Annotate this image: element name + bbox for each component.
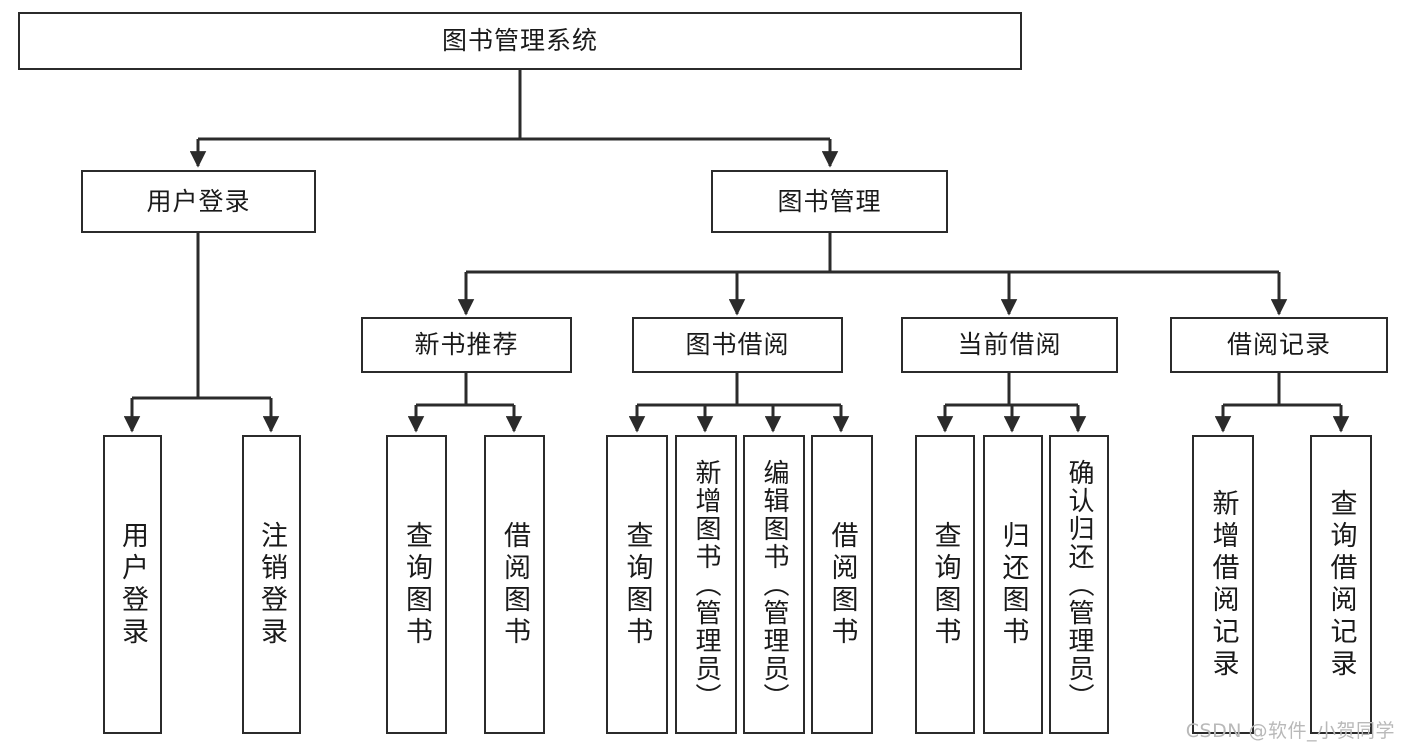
node-leaf-user-login-login[interactable]: 用户登录 (103, 435, 162, 734)
node-label: 新书推荐 (414, 330, 519, 359)
node-label: 图书借阅 (685, 330, 790, 359)
node-label: 确认归还（管理员） (1064, 458, 1094, 711)
node-borrow-record[interactable]: 借阅记录 (1170, 317, 1388, 373)
node-label: 新增借阅记录 (1207, 488, 1239, 681)
node-label: 查询图书 (929, 520, 961, 649)
node-label: 图书管理系统 (441, 26, 598, 55)
node-label: 注销登录 (256, 520, 287, 649)
node-label: 用户登录 (117, 520, 148, 649)
node-label: 查询图书 (401, 520, 432, 649)
node-leaf-current-return-book[interactable]: 归还图书 (983, 435, 1043, 734)
node-label: 借阅记录 (1226, 330, 1331, 359)
node-leaf-current-query-book[interactable]: 查询图书 (915, 435, 975, 734)
node-root-book-management-system[interactable]: 图书管理系统 (18, 12, 1022, 70)
node-leaf-record-add-record[interactable]: 新增借阅记录 (1192, 435, 1254, 734)
node-leaf-current-confirm-return-admin[interactable]: 确认归还（管理员） (1049, 435, 1109, 734)
node-label: 用户登录 (146, 186, 251, 216)
node-leaf-record-query-record[interactable]: 查询借阅记录 (1310, 435, 1372, 734)
node-leaf-newbook-borrow-book[interactable]: 借阅图书 (484, 435, 545, 734)
node-label: 查询图书 (621, 520, 653, 649)
node-leaf-newbook-query-book[interactable]: 查询图书 (386, 435, 447, 734)
node-label: 新增图书（管理员） (691, 458, 721, 711)
node-user-login[interactable]: 用户登录 (81, 170, 316, 233)
node-leaf-borrow-query-book[interactable]: 查询图书 (606, 435, 668, 734)
node-label: 借阅图书 (499, 520, 530, 649)
node-new-book-recommend[interactable]: 新书推荐 (361, 317, 572, 373)
node-label: 编辑图书（管理员） (759, 458, 789, 711)
node-leaf-borrow-edit-book-admin[interactable]: 编辑图书（管理员） (743, 435, 805, 734)
node-label: 图书管理 (777, 186, 882, 216)
node-leaf-borrow-borrow-book[interactable]: 借阅图书 (811, 435, 873, 734)
node-label: 当前借阅 (957, 330, 1062, 359)
node-leaf-borrow-add-book-admin[interactable]: 新增图书（管理员） (675, 435, 737, 734)
node-book-borrow[interactable]: 图书借阅 (632, 317, 843, 373)
node-label: 查询借阅记录 (1325, 488, 1357, 681)
node-current-borrow[interactable]: 当前借阅 (901, 317, 1118, 373)
csdn-watermark: CSDN @软件_小贺同学 (1185, 720, 1395, 742)
node-label: 借阅图书 (826, 520, 858, 649)
node-label: 归还图书 (997, 520, 1029, 649)
node-book-management[interactable]: 图书管理 (711, 170, 948, 233)
node-leaf-user-login-logout[interactable]: 注销登录 (242, 435, 301, 734)
